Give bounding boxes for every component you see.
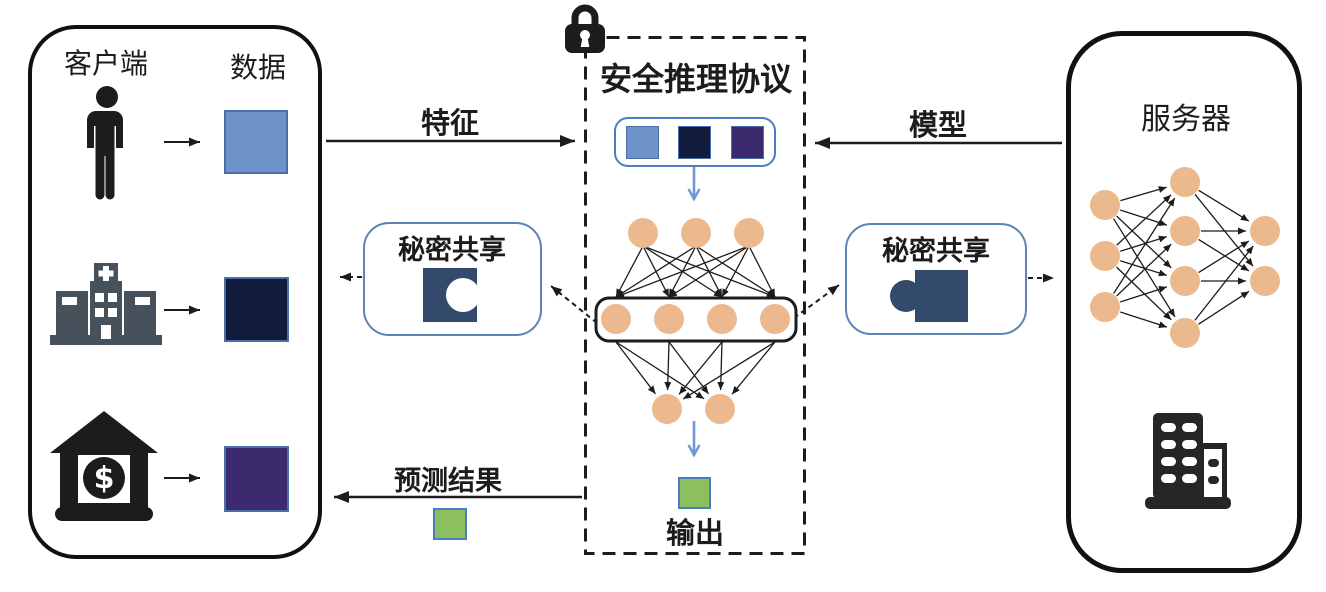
- prediction-label: 预测结果: [394, 466, 502, 497]
- client-header: 客户端: [63, 47, 149, 80]
- protocol-dashed-border: [584, 36, 806, 555]
- prediction-result-square: [433, 508, 467, 540]
- lock-icon: [565, 4, 605, 53]
- protocol-neural-network: [594, 218, 798, 424]
- protocol-title: 安全推理协议: [599, 60, 793, 98]
- data-header: 数据: [229, 51, 287, 84]
- server-title: 服务器: [1141, 102, 1231, 137]
- data-square-bank: [224, 446, 289, 512]
- building-icon: [1145, 413, 1231, 509]
- person-icon: [87, 86, 123, 200]
- output-label: 输出: [665, 516, 725, 550]
- hospital-icon: [50, 263, 162, 345]
- client-row-arrows: [164, 137, 200, 483]
- secret-share-right-label: 秘密共享: [882, 236, 990, 267]
- secret-share-arrows: [340, 272, 1054, 324]
- output-square: [678, 477, 711, 509]
- secret-share-box-right: [845, 223, 1027, 335]
- share-square-purple: [731, 126, 764, 159]
- data-square-hospital: [224, 277, 289, 342]
- feature-label: 特征: [420, 106, 480, 140]
- svg-text:$: $: [94, 461, 115, 496]
- puzzle-tab-icon: [890, 270, 968, 322]
- secret-share-left-label: 秘密共享: [398, 235, 506, 266]
- server-neural-network: [1090, 167, 1280, 348]
- server-panel: [1066, 31, 1302, 573]
- secret-share-box-left: [363, 222, 542, 336]
- data-square-client: [224, 110, 288, 174]
- model-label: 模型: [908, 108, 968, 142]
- puzzle-notch-icon: [423, 268, 477, 322]
- share-square-navy: [678, 126, 711, 159]
- shares-strip: [614, 117, 776, 167]
- bank-icon: $: [50, 411, 158, 521]
- client-panel: [28, 25, 322, 559]
- share-square-blue: [626, 126, 659, 159]
